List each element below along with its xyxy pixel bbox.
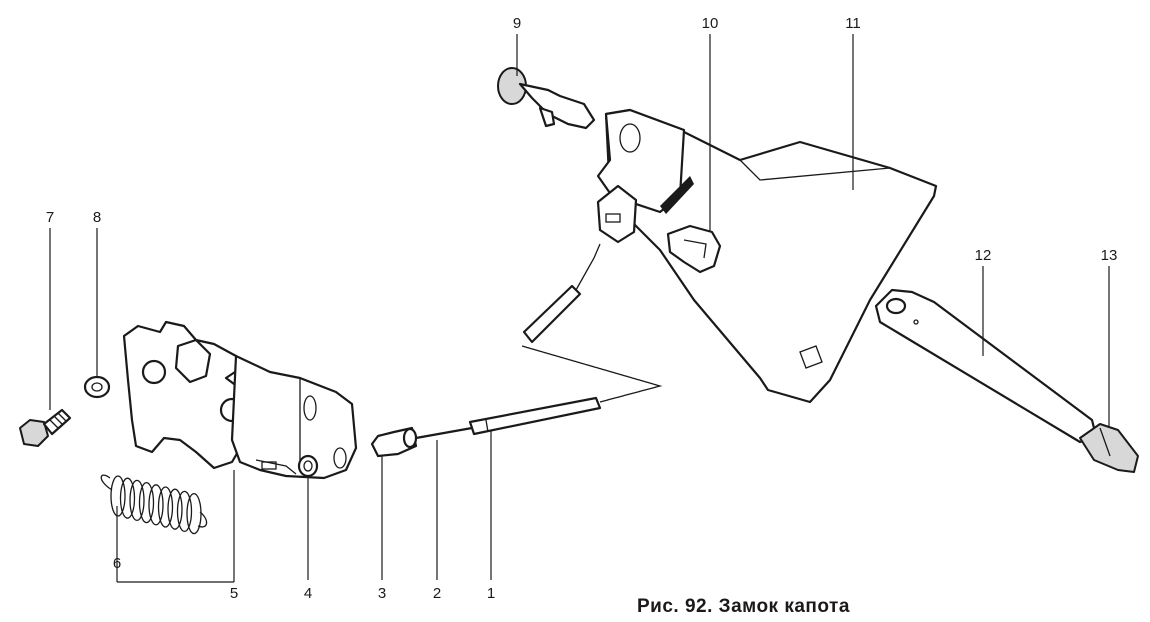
label-4: 4 [304,585,312,602]
part-12-rod [874,288,1098,444]
label-6: 6 [113,555,121,572]
part-2-cable [414,426,474,440]
label-12: 12 [975,247,992,264]
part-7-bolt [19,408,72,447]
label-13: 13 [1101,247,1118,264]
label-3: 3 [378,585,386,602]
part-10-clip [666,224,722,274]
part-11-bracket [596,108,938,404]
spring-coil [157,486,174,528]
leader-lines [49,34,1110,583]
label-9: 9 [513,15,521,32]
label-1: 1 [487,585,495,602]
label-8: 8 [93,209,101,226]
spring-coil [138,481,155,524]
part-8-washer [83,375,111,399]
spring-coil [119,477,136,519]
cable-upper-end [522,243,601,344]
part-number-labels: 7 8 9 10 11 12 13 6 5 4 3 2 1 [46,15,1118,602]
figure-caption: Рис. 92. Замок капота [637,596,850,617]
spring-coil [110,475,126,517]
part-6-spring [100,474,208,535]
label-10: 10 [702,15,719,32]
part-3-cable-end-fitting [370,426,418,458]
part-9-release-knob [497,67,596,130]
part-5-lock-mechanism [122,320,358,480]
label-7: 7 [46,209,54,226]
part-13-rod-tip [1079,423,1139,473]
spring-coil [129,479,145,522]
spring-coil [176,490,193,533]
label-2: 2 [433,585,441,602]
label-11: 11 [845,15,861,32]
part-1-cable-sleeve [468,396,602,436]
spring-coil [186,492,202,535]
spring-coil [167,488,183,530]
label-5: 5 [230,585,238,602]
part-4-washer [297,454,319,478]
spring-coil [148,484,164,526]
